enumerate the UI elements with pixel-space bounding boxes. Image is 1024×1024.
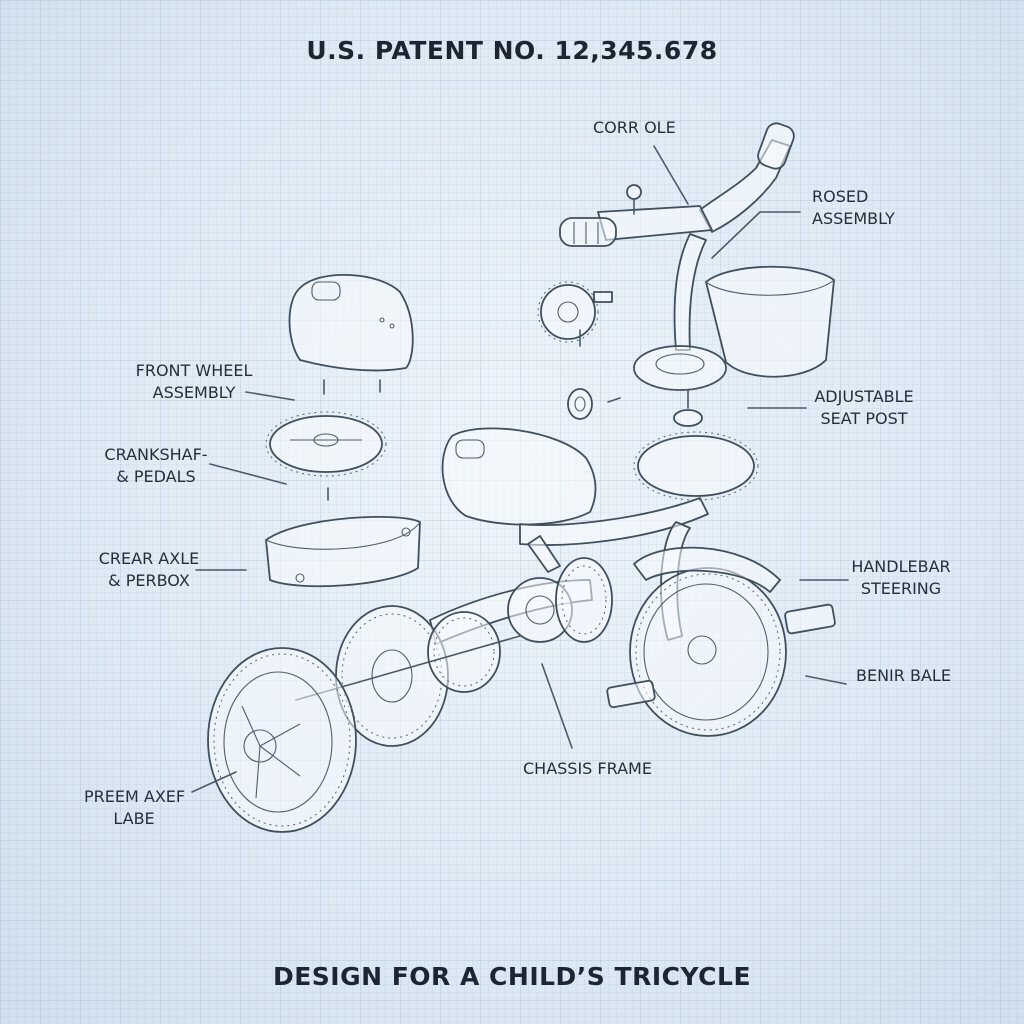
- upper-sprocket: [633, 345, 727, 427]
- label-front-wheel-assembly: FRONT WHEEL ASSEMBLY: [135, 361, 253, 402]
- label-chassis-frame: CHASSIS FRAME: [523, 759, 652, 778]
- label-crankshaft-pedals: CRANKSHAF‐ & PEDALS: [104, 445, 208, 486]
- label-adjustable-seat-post: ADJUSTABLE SEAT POST: [814, 387, 914, 428]
- rear-wheel-inner: [295, 605, 521, 747]
- patent-number-title: U.S. PATENT NO. 12,345.678: [306, 36, 718, 65]
- label-corr-ole: CORR OLE: [593, 118, 676, 137]
- label-preem-axef-labe: PREEM AXEF LABE: [84, 787, 186, 828]
- leader-lines: [191, 145, 849, 793]
- front-sprocket-assembly: [265, 411, 387, 477]
- small-gear: [537, 281, 613, 420]
- rear-wheel-outer: [207, 647, 357, 833]
- label-rosed-assembly: ROSED ASSEMBLY: [812, 187, 895, 228]
- basket: [705, 265, 835, 378]
- loose-seat: [288, 273, 414, 372]
- design-caption: DESIGN FOR A CHILD’S TRICYCLE: [272, 962, 752, 991]
- label-handlebar-steering: HANDLEBAR STEERING: [851, 557, 951, 598]
- handlebar: [559, 122, 795, 351]
- front-wheel: [606, 546, 836, 737]
- label-benir-bale: BENIR BALE: [856, 666, 951, 685]
- label-crear-axle-perbox: CREAR AXLE & PERBOX: [98, 549, 200, 590]
- seat-tray: [265, 516, 421, 588]
